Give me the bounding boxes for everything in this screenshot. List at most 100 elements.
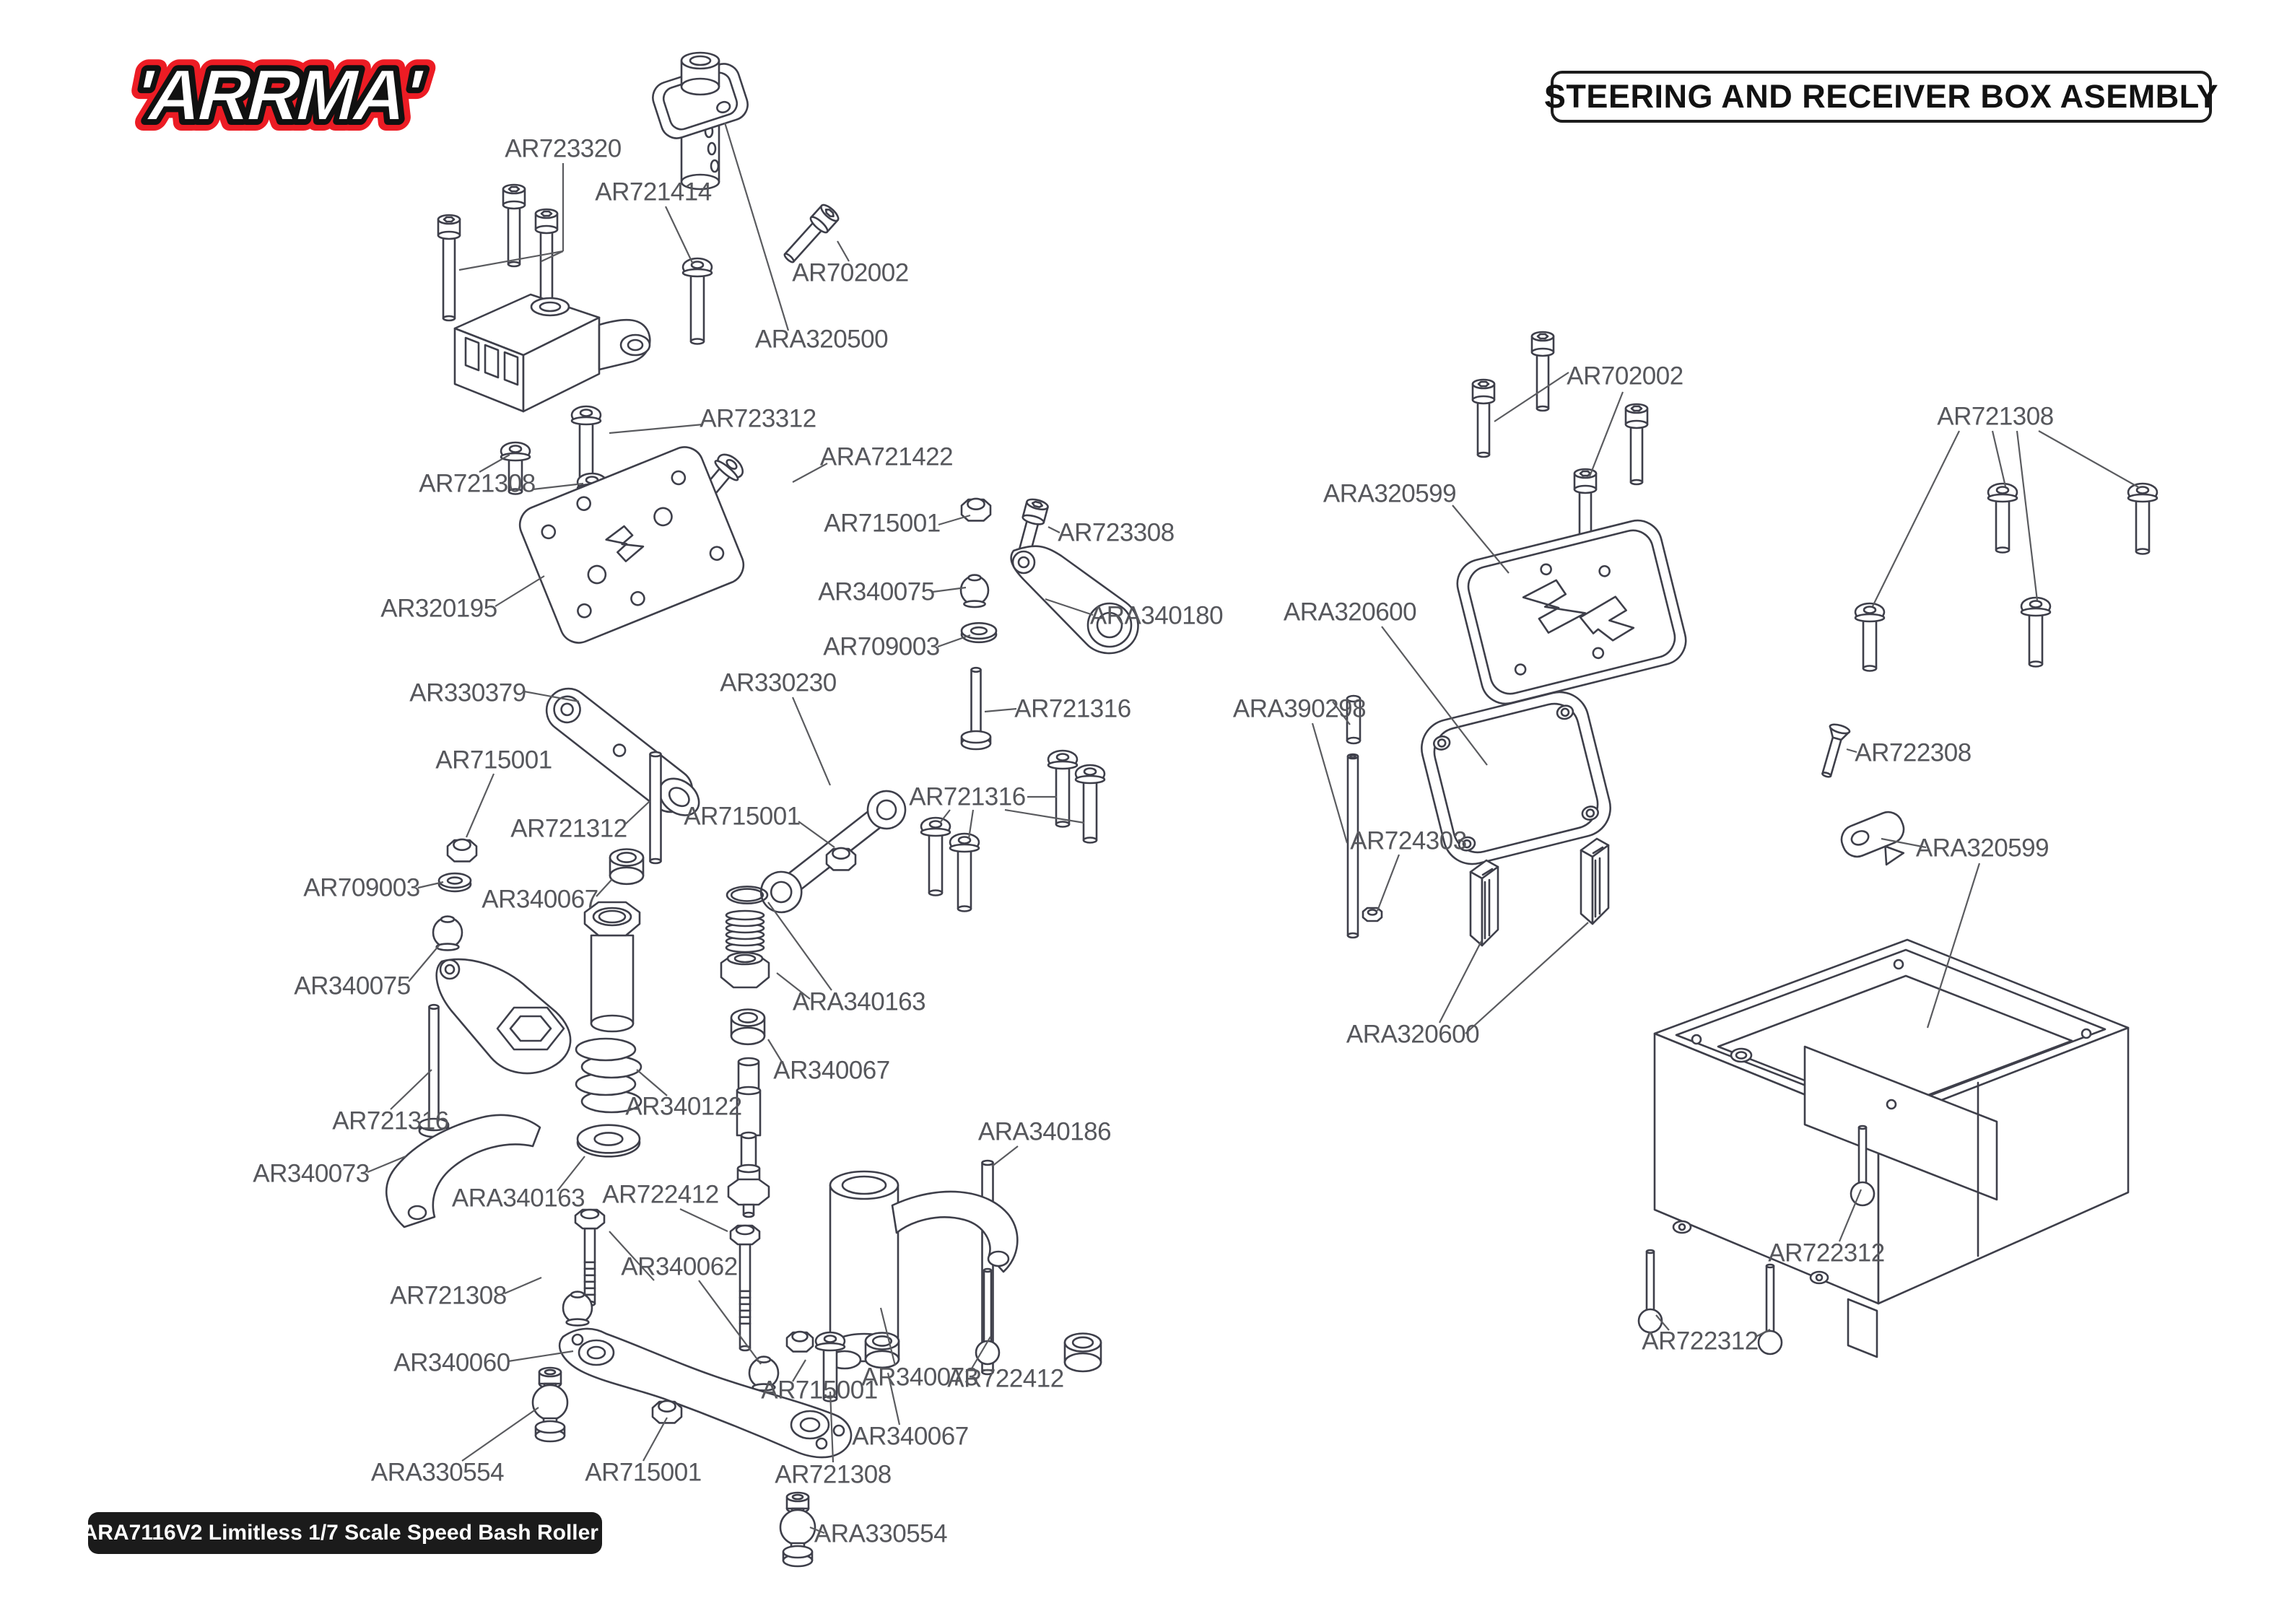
- part-AR721316-screw-4: [949, 832, 980, 912]
- part-AR340062-pivot-1: [562, 1291, 593, 1327]
- leader-line: [937, 634, 971, 648]
- part-AR721316-screw-3: [920, 816, 951, 896]
- leader-line: [1332, 701, 1351, 725]
- leader-line: [1452, 505, 1510, 574]
- part-AR721308-screw-r3: [2020, 596, 2052, 668]
- leader-line: [967, 809, 975, 839]
- leader-line: [1494, 372, 1569, 422]
- part-label-ar722312-51: AR722312: [1768, 1239, 1884, 1267]
- part-AR721308-screw-r4: [2127, 482, 2158, 555]
- part-AR702002-screw: [783, 204, 840, 263]
- leader-line: [609, 423, 704, 435]
- part-label-ara320600-48: ARA320600: [1346, 1020, 1479, 1048]
- part-label-ar715001-37: AR715001: [761, 1376, 877, 1404]
- leader-line: [809, 1526, 825, 1534]
- leader-line: [1376, 854, 1400, 912]
- part-label-ar330230-14: AR330230: [720, 668, 836, 697]
- part-ARA320599-clamp: [1840, 811, 1905, 866]
- part-label-ar721308-5: AR721308: [419, 469, 535, 497]
- part-ARA340180-servo-horn: [1010, 545, 1139, 655]
- part-ARA320600-foam-1: [1469, 859, 1499, 947]
- part-AR702002-screw-3: [1624, 403, 1649, 486]
- part-label-ar721316-23: AR721316: [332, 1106, 448, 1135]
- part-label-ar340067-40: AR340067: [852, 1422, 968, 1450]
- part-label-ara340163-25: ARA340163: [793, 987, 925, 1016]
- leader-line: [938, 514, 971, 526]
- part-label-ar723320-0: AR723320: [505, 134, 621, 162]
- leader-line: [767, 1039, 785, 1066]
- part-AR320195-plate: [518, 446, 745, 644]
- page-title: STEERING AND RECEIVER BOX ASEMBLY: [1543, 78, 2219, 115]
- part-AR723320-screw-2: [502, 183, 526, 268]
- leader-line: [1846, 748, 1857, 754]
- part-label-ara330554-41: ARA330554: [814, 1519, 947, 1547]
- part-AR722412-screw-2: [729, 1224, 761, 1352]
- leader-line: [879, 1307, 897, 1366]
- leader-line: [2016, 430, 2039, 601]
- part-steering-post-shaft: [727, 1057, 770, 1218]
- part-label-ar340073-24: AR340073: [253, 1159, 369, 1187]
- leader-line: [624, 800, 650, 825]
- leader-line: [791, 697, 832, 786]
- leader-line: [1755, 1329, 1771, 1337]
- part-AR722412-ball-screw: [975, 1267, 1001, 1366]
- part-label-ar340067-29: AR340067: [773, 1056, 889, 1084]
- leader-line: [723, 122, 790, 331]
- part-AR721414-screw: [681, 257, 713, 345]
- leader-line: [1881, 837, 1927, 849]
- leader-line: [776, 972, 811, 1000]
- leader-line: [636, 1069, 668, 1096]
- leader-line: [1465, 922, 1589, 1034]
- part-AR702002-screw-1: [1471, 378, 1496, 458]
- logo-text-red-layer: 'ARRMA': [126, 54, 430, 135]
- part-AR721308-screw-r1: [1854, 602, 1886, 672]
- part-label-ar340060-33: AR340060: [393, 1348, 510, 1376]
- leader-line: [596, 878, 613, 897]
- part-label-ar330379-13: AR330379: [409, 678, 526, 707]
- part-ARA320600-foam-2: [1580, 837, 1610, 925]
- part-label-ar721316-19: AR721316: [909, 782, 1025, 811]
- part-label-ar709003-12: AR709003: [823, 632, 939, 660]
- leader-line: [1655, 1314, 1670, 1331]
- part-label-ar702002-2: AR702002: [792, 258, 908, 287]
- part-AR721316-pin-1: [960, 666, 992, 751]
- part-AR723312-screw: [570, 405, 602, 484]
- part-AR702002-screw-2: [1530, 331, 1555, 412]
- part-label-ar721308-45: AR721308: [1937, 402, 2053, 430]
- part-label-ar722308-49: AR722308: [1855, 738, 1971, 767]
- leader-line: [1991, 430, 2007, 487]
- part-AR715001-nut-2: [446, 838, 478, 863]
- part-AR723320-screw-1: [437, 214, 461, 322]
- leader-line: [1439, 940, 1482, 1023]
- part-label-ar320195-9: AR320195: [380, 594, 497, 622]
- part-label-ar721316-15: AR721316: [1014, 694, 1131, 722]
- part-label-ar721308-32: AR721308: [390, 1281, 506, 1309]
- leader-line: [461, 1407, 539, 1462]
- logo-text-black-layer: 'ARRMA': [126, 54, 430, 135]
- part-receiver-box-base: [1653, 938, 2130, 1358]
- part-label-ar722412-39: AR722412: [947, 1364, 1063, 1392]
- part-label-ar715001-35: AR715001: [585, 1458, 701, 1486]
- part-servo-saver-body: [583, 901, 641, 1033]
- part-ARA340163-adjuster: [720, 909, 770, 989]
- leader-line: [984, 707, 1017, 713]
- leader-line: [390, 1069, 432, 1110]
- part-label-ara721422-6: ARA721422: [820, 442, 953, 471]
- part-label-ar721312-17: AR721312: [510, 814, 627, 842]
- part-label-ar340062-31: AR340062: [621, 1252, 737, 1280]
- part-AR340122-spring: [575, 1037, 642, 1114]
- part-label-ar715001-7: AR715001: [824, 509, 940, 537]
- leader-line: [495, 575, 545, 607]
- leader-line: [1047, 526, 1060, 533]
- part-AR340062-pivot-2: [748, 1355, 780, 1392]
- part-AR724303-nut: [1362, 907, 1383, 922]
- part-AR721316-pin-2: [418, 1003, 450, 1138]
- part-AR721308-screw-r2: [1987, 482, 2018, 554]
- part-label-ar724303-47: AR724303: [1350, 826, 1466, 855]
- part-ARA390298-antenna-pipe: [1346, 694, 1362, 939]
- part-AR721316-screw-2: [1074, 764, 1106, 844]
- leader-line: [939, 809, 951, 824]
- part-AR721308-screw-a: [500, 441, 531, 495]
- leader-line: [541, 250, 564, 262]
